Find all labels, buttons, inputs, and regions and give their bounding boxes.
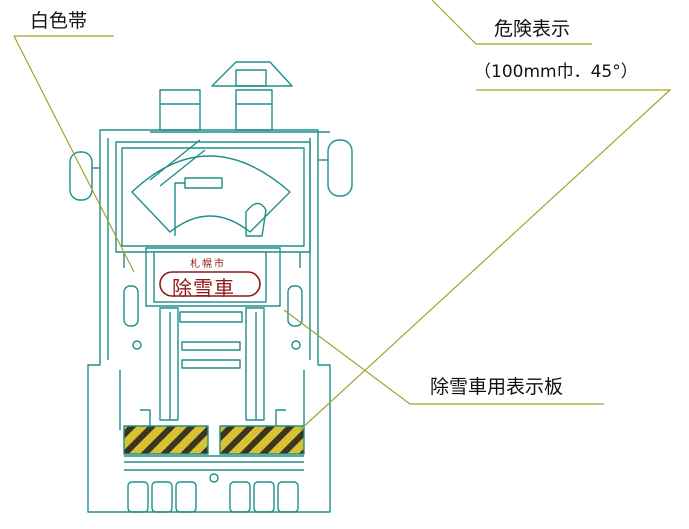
hazard-blade-right	[219, 425, 305, 455]
leader-hazard-marking	[431, 0, 592, 45]
plate-main-text: 除雪車	[172, 276, 235, 300]
wiper-sweep-arc	[131, 155, 291, 233]
rear-view-mirror	[184, 177, 223, 189]
column-left	[159, 307, 179, 421]
plate-city-text: 札幌市	[190, 259, 226, 270]
roof-top-light	[235, 69, 267, 87]
label-hazard-marking: 危険表示	[494, 18, 571, 40]
label-hazard-spec: （100mm巾．45°）	[474, 62, 638, 82]
label-white-band: 白色帯	[30, 10, 88, 32]
leader-hazard-spec	[299, 89, 672, 431]
roof-top-box	[211, 61, 293, 87]
blade-rollers	[127, 481, 299, 513]
headlight-left	[123, 285, 139, 327]
roof-light-right	[235, 89, 273, 131]
mirror-right	[327, 139, 353, 197]
label-vehicle-sign: 除雪車用表示板	[430, 376, 564, 398]
leader-vehicle-sign	[283, 309, 604, 405]
roof-light-left	[159, 89, 201, 131]
windshield-frame	[115, 141, 311, 253]
operator-lever	[245, 202, 267, 237]
vehicle-sign-plate	[153, 251, 267, 303]
headlight-right	[287, 285, 303, 327]
hazard-blade-left	[123, 425, 209, 455]
body-outline	[87, 129, 331, 513]
leader-white-band	[13, 35, 135, 273]
column-right	[245, 307, 265, 421]
mirror-left	[69, 151, 93, 201]
